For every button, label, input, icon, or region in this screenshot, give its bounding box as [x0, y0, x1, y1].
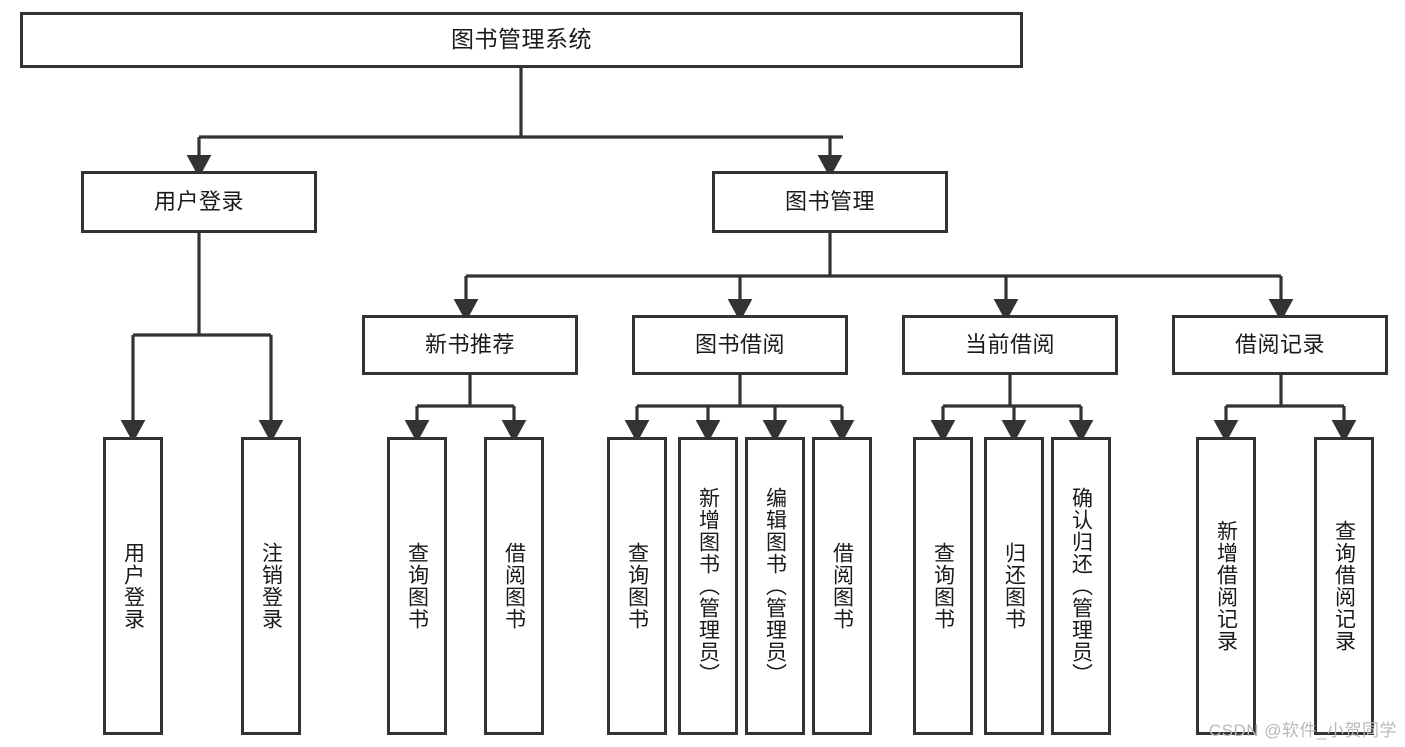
- node-current-borrow[interactable]: 当前借阅: [902, 315, 1118, 375]
- node-leaf-edit-book-label: 编辑图书（管理员）: [763, 487, 787, 685]
- node-leaf-query-record-label: 查询借阅记录: [1332, 520, 1356, 652]
- node-borrow-record[interactable]: 借阅记录: [1172, 315, 1388, 375]
- node-leaf-add-book[interactable]: 新增图书（管理员）: [678, 437, 738, 735]
- node-leaf-edit-book[interactable]: 编辑图书（管理员）: [745, 437, 805, 735]
- node-leaf-logout[interactable]: 注销登录: [241, 437, 301, 735]
- node-leaf-borrow-book-1-label: 借阅图书: [502, 542, 526, 630]
- node-leaf-query-book-3[interactable]: 查询图书: [913, 437, 973, 735]
- node-leaf-logout-label: 注销登录: [259, 542, 283, 630]
- node-book-manage[interactable]: 图书管理: [712, 171, 948, 233]
- node-new-book-recommend[interactable]: 新书推荐: [362, 315, 578, 375]
- node-user-login-label: 用户登录: [153, 189, 244, 215]
- node-leaf-borrow-book-2-label: 借阅图书: [830, 542, 854, 630]
- node-leaf-query-book-1-label: 查询图书: [405, 542, 429, 630]
- node-leaf-borrow-book-2[interactable]: 借阅图书: [812, 437, 872, 735]
- node-leaf-user-login[interactable]: 用户登录: [103, 437, 163, 735]
- node-leaf-add-record[interactable]: 新增借阅记录: [1196, 437, 1256, 735]
- watermark-text: CSDN @软件_小贺同学: [1208, 721, 1397, 740]
- node-leaf-user-login-label: 用户登录: [121, 542, 145, 630]
- node-leaf-return-book[interactable]: 归还图书: [984, 437, 1044, 735]
- node-book-borrow[interactable]: 图书借阅: [632, 315, 848, 375]
- node-leaf-query-book-2[interactable]: 查询图书: [607, 437, 667, 735]
- node-leaf-query-book-2-label: 查询图书: [625, 542, 649, 630]
- node-borrow-record-label: 借阅记录: [1234, 332, 1325, 358]
- node-book-borrow-label: 图书借阅: [694, 332, 785, 358]
- node-root[interactable]: 图书管理系统: [20, 12, 1023, 68]
- node-book-manage-label: 图书管理: [784, 189, 875, 215]
- node-leaf-query-book-3-label: 查询图书: [931, 542, 955, 630]
- node-leaf-confirm-return-label: 确认归还（管理员）: [1069, 487, 1093, 685]
- node-current-borrow-label: 当前借阅: [964, 332, 1055, 358]
- node-leaf-query-book-1[interactable]: 查询图书: [387, 437, 447, 735]
- node-new-book-recommend-label: 新书推荐: [424, 332, 515, 358]
- node-leaf-add-book-label: 新增图书（管理员）: [696, 487, 720, 685]
- node-leaf-return-book-label: 归还图书: [1002, 542, 1026, 630]
- node-leaf-query-record[interactable]: 查询借阅记录: [1314, 437, 1374, 735]
- node-leaf-borrow-book-1[interactable]: 借阅图书: [484, 437, 544, 735]
- node-leaf-confirm-return[interactable]: 确认归还（管理员）: [1051, 437, 1111, 735]
- node-user-login[interactable]: 用户登录: [81, 171, 317, 233]
- node-leaf-add-record-label: 新增借阅记录: [1214, 520, 1238, 652]
- node-root-label: 图书管理系统: [451, 26, 592, 53]
